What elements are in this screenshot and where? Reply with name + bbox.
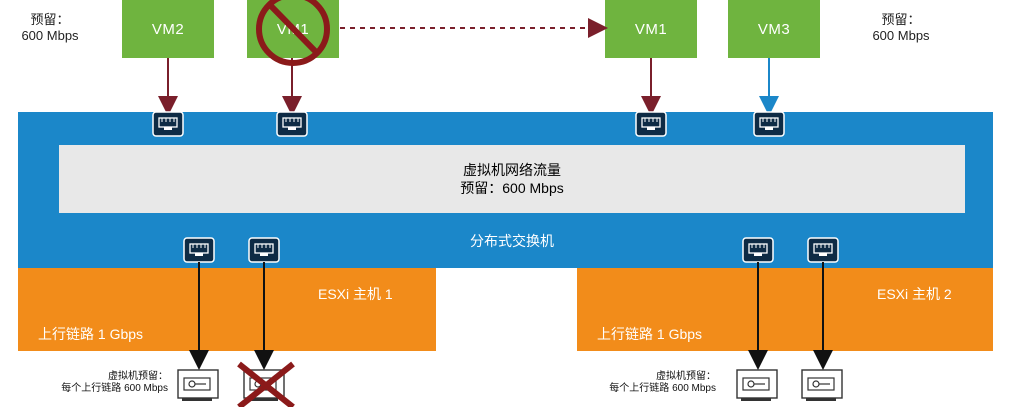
esxi-host-2: ESXi 主机 2 上行链路 1 Gbps bbox=[577, 268, 993, 351]
vm-traffic-title: 虚拟机网络流量 bbox=[463, 162, 561, 178]
right-reservation-label: 预留： 600 Mbps bbox=[855, 12, 947, 44]
host-1-nic-note-title: 虚拟机预留： bbox=[108, 371, 168, 382]
host-2-nic-note-title: 虚拟机预留： bbox=[656, 371, 716, 382]
left-reservation-label: 预留： 600 Mbps bbox=[10, 12, 90, 44]
right-reservation-value: 600 Mbps bbox=[872, 28, 930, 43]
vm2-label: VM2 bbox=[151, 20, 185, 38]
vm-traffic-reservation: 预留：600 Mbps bbox=[460, 180, 564, 196]
host2-nic1-icon bbox=[736, 369, 778, 402]
host-1-nic-note-value: 每个上行链路 600 Mbps bbox=[61, 383, 168, 394]
prohibit-icon bbox=[256, 0, 330, 66]
left-reservation-value: 600 Mbps bbox=[21, 28, 79, 43]
vm3-port-icon bbox=[753, 111, 785, 137]
right-reservation-title: 预留： bbox=[881, 12, 921, 27]
left-reservation-title: 预留： bbox=[30, 12, 70, 27]
host2-uplink2-port-icon bbox=[807, 237, 839, 263]
esxi-host-2-uplink: 上行链路 1 Gbps bbox=[597, 326, 703, 342]
esxi-host-2-title: ESXi 主机 2 bbox=[877, 286, 952, 302]
esxi-host-1-uplink: 上行链路 1 Gbps bbox=[38, 326, 144, 342]
host-1-nic-note: 虚拟机预留： 每个上行链路 600 Mbps bbox=[0, 371, 168, 395]
distributed-switch-label: 分布式交换机 bbox=[470, 233, 554, 249]
vm3-box: VM3 bbox=[728, 0, 820, 58]
vm1-source-port-icon bbox=[276, 111, 308, 137]
vm1-destination-box: VM1 bbox=[605, 0, 697, 58]
vm-traffic-box: 虚拟机网络流量 预留：600 Mbps bbox=[59, 145, 965, 213]
host1-uplink1-port-icon bbox=[183, 237, 215, 263]
vm1-destination-port-icon bbox=[635, 111, 667, 137]
host-2-nic-note: 虚拟机预留： 每个上行链路 600 Mbps bbox=[548, 371, 716, 395]
host-2-nic-note-value: 每个上行链路 600 Mbps bbox=[609, 383, 716, 394]
host1-nic1-icon bbox=[177, 369, 219, 402]
vm3-label: VM3 bbox=[757, 20, 791, 38]
esxi-host-1-title: ESXi 主机 1 bbox=[318, 286, 393, 302]
vm2-port-icon bbox=[152, 111, 184, 137]
host2-nic2-icon bbox=[801, 369, 843, 402]
esxi-host-1: ESXi 主机 1 上行链路 1 Gbps bbox=[18, 268, 436, 351]
vm1-destination-label: VM1 bbox=[634, 20, 668, 38]
failed-nic-cross-icon bbox=[237, 361, 295, 407]
host1-uplink2-port-icon bbox=[248, 237, 280, 263]
host2-uplink1-port-icon bbox=[742, 237, 774, 263]
vm2-box: VM2 bbox=[122, 0, 214, 58]
